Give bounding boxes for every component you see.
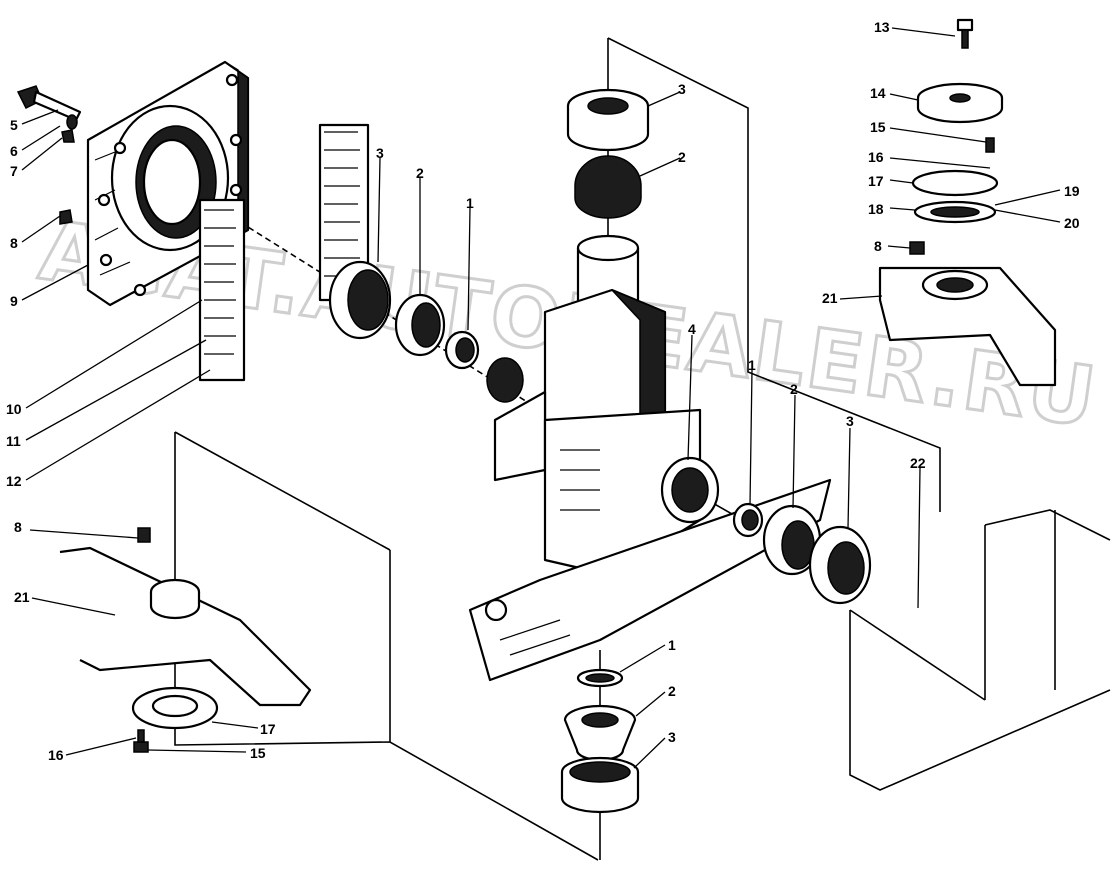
leader-lines xyxy=(21,27,1061,769)
callout-7: 7 xyxy=(10,163,18,179)
side-bearings-left xyxy=(328,260,480,370)
callout-2-right: 2 xyxy=(790,381,798,397)
bolt-washer-set xyxy=(16,85,82,225)
callout-3-left: 3 xyxy=(376,145,384,161)
callout-17-lower: 17 xyxy=(260,721,276,737)
callout-21-lower: 21 xyxy=(14,589,30,605)
callout-16: 16 xyxy=(868,149,884,165)
callout-18: 18 xyxy=(868,201,884,217)
callout-4: 4 xyxy=(688,321,696,337)
top-cover-parts xyxy=(911,18,1004,224)
callout-1-right: 1 xyxy=(748,357,756,373)
callout-2-top: 2 xyxy=(678,149,686,165)
callout-5: 5 xyxy=(10,117,18,133)
callout-8-lower: 8 xyxy=(14,519,22,535)
callout-8-left: 8 xyxy=(10,235,18,251)
shim-pack xyxy=(198,123,370,382)
top-bearings xyxy=(566,88,650,219)
callout-1-left: 1 xyxy=(466,195,474,211)
steering-arm-left xyxy=(59,527,312,753)
bottom-bearings xyxy=(560,668,640,814)
callout-11: 11 xyxy=(6,433,21,449)
callout-15-lower: 15 xyxy=(250,745,266,761)
steering-arm-right xyxy=(878,241,1057,387)
callout-22: 22 xyxy=(910,455,926,471)
callout-10: 10 xyxy=(6,401,22,417)
callout-17: 17 xyxy=(868,173,884,189)
callout-19: 19 xyxy=(1064,183,1080,199)
callout-21-right: 21 xyxy=(822,290,838,306)
callout-16-lower: 16 xyxy=(48,747,64,763)
callout-20: 20 xyxy=(1064,215,1080,231)
callout-3-top: 3 xyxy=(678,81,686,97)
callout-2-left: 2 xyxy=(416,165,424,181)
callout-12: 12 xyxy=(6,473,22,489)
reference-box xyxy=(849,509,1111,791)
callout-9: 9 xyxy=(10,293,18,309)
callout-6: 6 xyxy=(10,143,18,159)
callout-3-right: 3 xyxy=(846,413,854,429)
callout-labels: 13 14 15 16 17 18 19 20 8 21 5 6 7 8 9 1… xyxy=(6,19,1080,763)
callout-15: 15 xyxy=(870,119,886,135)
callout-2-bottom: 2 xyxy=(668,683,676,699)
side-bearings-right xyxy=(732,502,872,605)
callout-8-right: 8 xyxy=(874,238,882,254)
callout-1-bottom: 1 xyxy=(668,637,676,653)
callout-3-bottom: 3 xyxy=(668,729,676,745)
callout-13: 13 xyxy=(874,19,890,35)
callout-14: 14 xyxy=(870,85,886,101)
